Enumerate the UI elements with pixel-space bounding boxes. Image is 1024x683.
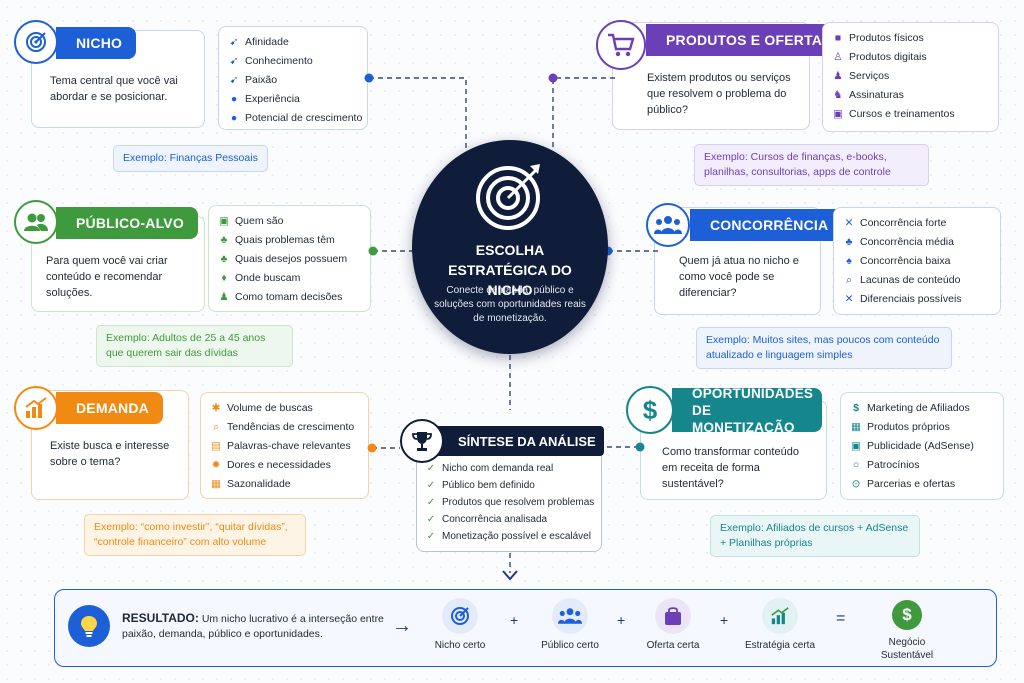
users-icon — [552, 598, 588, 634]
target-icon — [442, 598, 478, 634]
list-item: $Marketing de Afiliados — [853, 402, 970, 414]
nicho-list: ➹Afinidade ➹Conhecimento ➹Paixão ●Experi… — [218, 26, 368, 130]
list-item: ▣Publicidade (AdSense) — [851, 440, 974, 452]
list-item: ▣Cursos e treinamentos — [833, 108, 955, 120]
sintese-title: SÍNTESE DA ANÁLISE — [420, 426, 604, 456]
checklist-item: ✓Público bem definido — [426, 480, 535, 491]
checklist-item: ✓Nicho com demanda real — [426, 463, 554, 474]
list-item: ⌕Lacunas de conteúdo — [846, 274, 961, 286]
produtos-example: Exemplo: Cursos de finanças, e-books, pl… — [694, 144, 929, 186]
center-hub: ESCOLHA ESTRATÉGICA DO NICHO Conecte dem… — [412, 140, 608, 354]
concorrencia-title: CONCORRÊNCIA — [690, 209, 843, 241]
list-item: ♞Assinaturas — [833, 89, 904, 101]
list-item: ○Patrocínios — [852, 459, 920, 471]
list-item: ⌕Tendências de crescimento — [213, 421, 355, 433]
nicho-example: Exemplo: Finanças Pessoais — [113, 145, 268, 172]
team-icon — [646, 203, 690, 247]
list-item: ♣Quais desejos possuem — [220, 253, 348, 265]
target-icon — [474, 160, 546, 232]
concorrencia-list: ✕Concorrência forte ♣Concorrência média … — [833, 207, 1001, 315]
list-item: ■Produtos físicos — [834, 32, 924, 44]
list-item: ⊙Parcerias e ofertas — [851, 478, 956, 490]
list-item: ▦Sazonalidade — [211, 478, 291, 490]
sintese-list: ✓Nicho com demanda real ✓Público bem def… — [422, 460, 600, 545]
resultado-text: RESULTADO: Um nicho lucrativo é a inters… — [122, 611, 384, 640]
result-publico: Público certo — [534, 598, 606, 651]
list-item: ✸Dores e necessidades — [211, 459, 331, 471]
monetizacao-list: $Marketing de Afiliados ▦Produtos própri… — [840, 392, 1004, 500]
concorrencia-description: Quem já atua no nicho e como você pode s… — [679, 255, 799, 299]
list-item: ♦Onde buscam — [221, 272, 301, 284]
checklist-item: ✓Produtos que resolvem problemas — [426, 497, 595, 508]
growth-chart-icon — [762, 598, 798, 634]
shopping-cart-icon — [596, 20, 646, 70]
publico-example: Exemplo: Adultos de 25 a 45 anos que que… — [96, 325, 293, 367]
list-item: ●Experiência — [230, 93, 300, 105]
produtos-description: Existem produtos ou serviços que resolve… — [647, 72, 791, 116]
demanda-list: ✱Volume de buscas ⌕Tendências de crescim… — [200, 392, 369, 499]
plus-sign: + — [720, 612, 729, 628]
arrow-right-icon: → — [392, 615, 412, 637]
result-oferta: Oferta certa — [640, 598, 706, 651]
nicho-description: Tema central que você vai abordar e se p… — [50, 75, 178, 103]
center-title: ESCOLHA ESTRATÉGICA DO NICHO — [448, 242, 572, 298]
monetizacao-title: OPORTUNIDADES DE MONETIZAÇÃO — [672, 386, 822, 435]
center-subtitle: Conecte demanda, público e soluções com … — [434, 285, 586, 324]
list-item: ▦Produtos próprios — [851, 421, 950, 433]
list-item: ♟Serviços — [833, 70, 890, 82]
list-item: ♣Quais problemas têm — [220, 234, 335, 246]
demanda-description: Existe busca e interesse sobre o tema? — [50, 440, 170, 468]
publico-list: ▣Quem são ♣Quais problemas têm ♣Quais de… — [208, 205, 371, 312]
result-negocio: $ Negócio Sustentável — [870, 600, 944, 662]
shopping-bag-icon — [655, 598, 691, 634]
monetizacao-description: Como transformar conteúdo em receita de … — [662, 446, 799, 490]
list-item: ▤Palavras-chave relevantes — [211, 440, 351, 452]
concorrencia-example: Exemplo: Muitos sites, mas poucos com co… — [696, 327, 952, 369]
list-item: ▣Quem são — [219, 215, 284, 227]
result-nicho: Nicho certo — [428, 598, 492, 651]
nicho-target-icon — [14, 20, 58, 64]
list-item: ♣Concorrência média — [845, 236, 954, 248]
list-item: ✕Concorrência forte — [844, 217, 947, 229]
trophy-icon — [400, 419, 444, 463]
list-item: ●Potencial de crescimento — [230, 112, 363, 124]
dollar-icon: $ — [892, 600, 922, 630]
nicho-title: NICHO — [56, 27, 137, 59]
monetizacao-example: Exemplo: Afiliados de cursos + AdSense +… — [710, 515, 920, 557]
produtos-list: ■Produtos físicos ♙Produtos digitais ♟Se… — [822, 22, 999, 132]
plus-sign: + — [617, 612, 626, 628]
checklist-item: ✓Monetização possível e escalável — [426, 531, 591, 542]
list-item: ➹Conhecimento — [229, 55, 313, 67]
list-item: ✕Diferenciais possíveis — [844, 293, 962, 305]
growth-chart-icon — [14, 386, 58, 430]
publico-description: Para quem você vai criar conteúdo e reco… — [46, 255, 168, 299]
publico-title: PÚBLICO-ALVO — [56, 207, 198, 239]
checklist-item: ✓Concorrência analisada — [426, 514, 548, 525]
plus-sign: + — [510, 612, 519, 628]
equals-sign: = — [836, 610, 846, 627]
list-item: ♙Produtos digitais — [833, 51, 927, 63]
users-icon — [14, 200, 58, 244]
list-item: ➹Afinidade — [229, 36, 289, 48]
demanda-title: DEMANDA — [56, 392, 163, 424]
lightbulb-icon — [68, 605, 110, 647]
result-estrategia: Estratégia certa — [740, 598, 820, 651]
dollar-icon: $ — [626, 386, 674, 434]
list-item: ✱Volume de buscas — [211, 402, 313, 414]
demanda-example: Exemplo: “como investir”, “quitar dívida… — [84, 514, 306, 556]
list-item: ➹Paixão — [229, 74, 278, 86]
resultado-bar — [54, 589, 997, 667]
list-item: ♠Concorrência baixa — [846, 255, 951, 267]
produtos-title: PRODUTOS E OFERTAS — [646, 24, 846, 56]
list-item: ♟Como tomam decisões — [219, 291, 343, 303]
